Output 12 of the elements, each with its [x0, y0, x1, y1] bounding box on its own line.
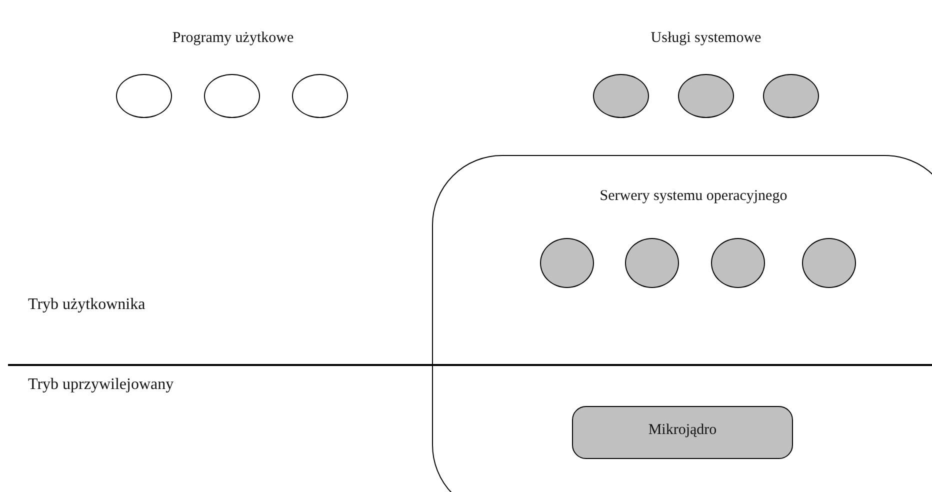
process-circle	[711, 238, 765, 288]
mode-label: Tryb uprzywilejowany	[28, 375, 175, 395]
box-label: Mikrojądro	[647, 422, 718, 439]
kernel-box	[572, 406, 793, 459]
group-heading: Programy użytkowe	[172, 29, 294, 48]
process-circle	[625, 238, 679, 288]
group-heading: Usługi systemowe	[650, 29, 762, 48]
process-circle	[540, 238, 594, 288]
mode-label: Tryb użytkownika	[28, 295, 146, 315]
server-area	[432, 155, 932, 492]
process-circle	[802, 238, 856, 288]
area-heading: Serwery systemu operacyjnego	[598, 188, 788, 205]
